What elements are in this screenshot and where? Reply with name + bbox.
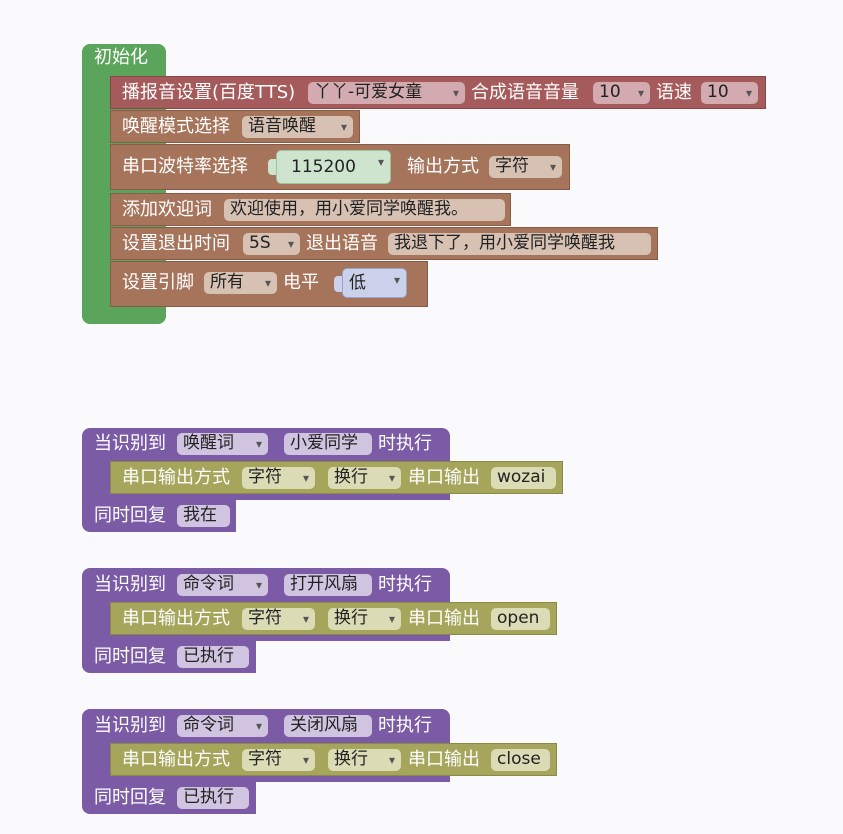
serial-baud-label: 串口波特率选择: [122, 156, 248, 177]
output-mode-label: 输出方式: [407, 156, 479, 177]
event3-reply-field[interactable]: 已执行: [177, 787, 249, 809]
event1-word-field[interactable]: 小爱同学: [284, 433, 372, 455]
event2-exec-label: 时执行: [378, 574, 432, 595]
tts-speed-label: 语速: [656, 82, 692, 103]
event2-serial-mode-dropdown[interactable]: 字符: [242, 608, 315, 630]
exit-voice-field[interactable]: 我退下了，用小爱同学唤醒我: [388, 233, 651, 255]
event1-serial-label: 串口输出方式: [122, 467, 230, 488]
event2-reply-field[interactable]: 已执行: [177, 646, 249, 668]
event3-reply-label: 同时回复: [94, 787, 166, 808]
event1-when-label: 当识别到: [94, 433, 166, 454]
welcome-label: 添加欢迎词: [122, 199, 212, 220]
event2-out-label: 串口输出: [408, 608, 480, 629]
tts-speed-dropdown[interactable]: 10: [701, 82, 758, 104]
exit-time-label: 设置退出时间: [122, 233, 230, 254]
event3-word-field[interactable]: 关闭风扇: [284, 715, 372, 737]
init-block-title: 初始化: [94, 47, 148, 68]
event1-newline-dropdown[interactable]: 换行: [328, 467, 401, 489]
baud-connector: [268, 159, 276, 175]
pin-dropdown[interactable]: 所有: [204, 272, 277, 294]
event3-out-field[interactable]: close: [491, 749, 550, 771]
level-label: 电平: [283, 272, 319, 293]
pin-label: 设置引脚: [122, 272, 194, 293]
tts-setting-label: 播报音设置(百度TTS): [122, 82, 296, 103]
event2-out-field[interactable]: open: [491, 608, 550, 630]
event1-reply-label: 同时回复: [94, 505, 166, 526]
welcome-text-field[interactable]: 欢迎使用，用小爱同学唤醒我。: [224, 199, 505, 221]
baud-rate-dropdown[interactable]: 115200: [276, 150, 391, 184]
event1-exec-label: 时执行: [378, 433, 432, 454]
wake-mode-dropdown[interactable]: 语音唤醒: [242, 116, 353, 138]
event1-type-dropdown[interactable]: 唤醒词: [177, 433, 268, 455]
event1-out-field[interactable]: wozai: [491, 467, 556, 489]
event2-newline-dropdown[interactable]: 换行: [328, 608, 401, 630]
event2-reply-label: 同时回复: [94, 646, 166, 667]
event3-serial-mode-dropdown[interactable]: 字符: [242, 749, 315, 771]
event3-type-dropdown[interactable]: 命令词: [177, 715, 268, 737]
event3-serial-label: 串口输出方式: [122, 749, 230, 770]
event2-type-dropdown[interactable]: 命令词: [177, 574, 268, 596]
tts-volume-dropdown[interactable]: 10: [593, 82, 650, 104]
event1-serial-mode-dropdown[interactable]: 字符: [242, 467, 315, 489]
output-mode-dropdown[interactable]: 字符: [489, 156, 562, 178]
event1-out-label: 串口输出: [408, 467, 480, 488]
level-dropdown[interactable]: 低: [342, 268, 407, 298]
event2-when-label: 当识别到: [94, 574, 166, 595]
exit-voice-label: 退出语音: [306, 233, 378, 254]
wake-mode-label: 唤醒模式选择: [122, 116, 230, 137]
exit-time-dropdown[interactable]: 5S: [243, 233, 300, 255]
event2-word-field[interactable]: 打开风扇: [284, 574, 372, 596]
event3-when-label: 当识别到: [94, 715, 166, 736]
tts-volume-label: 合成语音音量: [471, 82, 579, 103]
event3-newline-dropdown[interactable]: 换行: [328, 749, 401, 771]
tts-voice-dropdown[interactable]: 丫丫-可爱女童: [308, 82, 465, 104]
event1-reply-field[interactable]: 我在: [177, 505, 230, 527]
event3-out-label: 串口输出: [408, 749, 480, 770]
event3-exec-label: 时执行: [378, 715, 432, 736]
level-connector: [334, 276, 342, 292]
event2-serial-label: 串口输出方式: [122, 608, 230, 629]
